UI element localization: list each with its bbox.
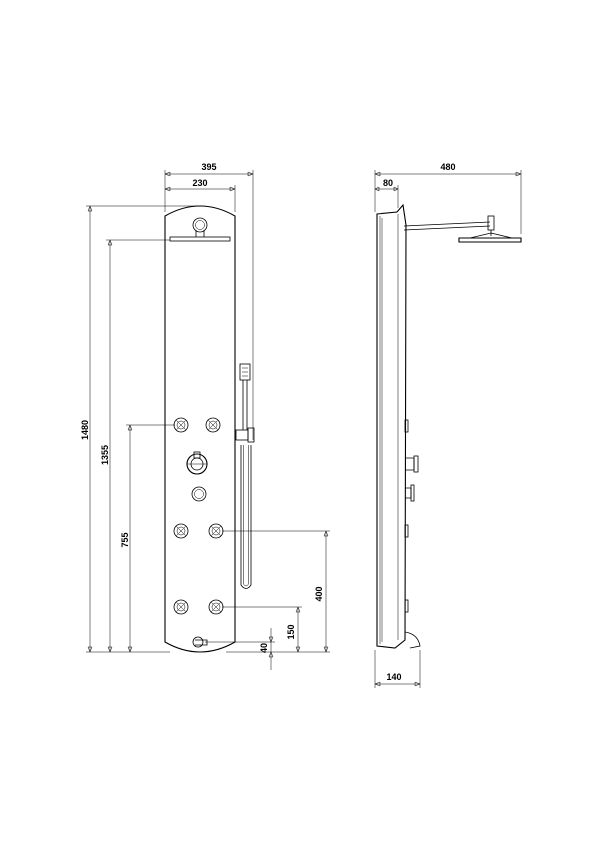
jet-upper-left xyxy=(173,417,189,433)
side-jet-3 xyxy=(404,599,409,613)
dim-height-jets-mid-label: 400 xyxy=(314,586,324,601)
front-view: 395 230 1480 1355 755 xyxy=(80,162,330,670)
side-spout xyxy=(404,631,421,649)
jet-upper-right xyxy=(205,417,221,433)
side-view: 480 80 140 xyxy=(374,162,522,688)
side-panel-outline xyxy=(376,203,407,649)
dim-width-inner-label: 230 xyxy=(192,178,207,188)
hand-shower xyxy=(235,363,255,443)
dim-base-depth-label: 140 xyxy=(386,672,401,682)
dim-height-jets-low-label: 150 xyxy=(286,624,296,639)
jet-middle-right xyxy=(208,523,224,539)
shower-head-bar xyxy=(169,236,231,242)
dim-height-mixer-label: 755 xyxy=(120,532,130,547)
dim-height-spout-label: 40 xyxy=(259,643,269,653)
dim-arm-length: 480 xyxy=(374,162,522,234)
side-jet-2 xyxy=(404,524,409,538)
jet-lower-left xyxy=(173,599,189,615)
side-mixer xyxy=(405,455,419,473)
dim-panel-depth-label: 80 xyxy=(383,178,393,188)
dim-base-depth: 140 xyxy=(374,650,421,688)
dim-arm-length-label: 480 xyxy=(440,162,455,172)
side-shower-arm xyxy=(403,215,522,243)
bottom-spout xyxy=(192,636,208,648)
dim-height-mixer: 755 xyxy=(120,424,175,653)
dim-height-head: 1355 xyxy=(100,239,170,653)
shower-hose xyxy=(240,445,252,589)
side-jet-1 xyxy=(404,419,409,433)
mixer-knob xyxy=(186,451,208,475)
jet-middle-left xyxy=(173,523,189,539)
dim-width-total: 395 xyxy=(164,162,254,440)
jet-lower-right xyxy=(208,599,224,615)
dim-height-spout: 40 xyxy=(205,628,275,670)
dim-height-total: 1480 xyxy=(80,205,200,653)
dim-height-jets-mid: 400 xyxy=(222,530,330,653)
diverter-knob xyxy=(191,486,207,502)
dim-width-total-label: 395 xyxy=(201,162,216,172)
dim-width-inner: 230 xyxy=(164,178,236,212)
dim-height-total-label: 1480 xyxy=(80,420,90,440)
dim-panel-depth: 80 xyxy=(374,178,399,208)
dim-height-jets-low: 150 xyxy=(222,606,302,653)
shower-head-ring xyxy=(192,217,208,233)
side-diverter xyxy=(405,484,415,502)
shower-head-ring-inner xyxy=(195,220,205,230)
dim-height-head-label: 1355 xyxy=(100,445,110,465)
